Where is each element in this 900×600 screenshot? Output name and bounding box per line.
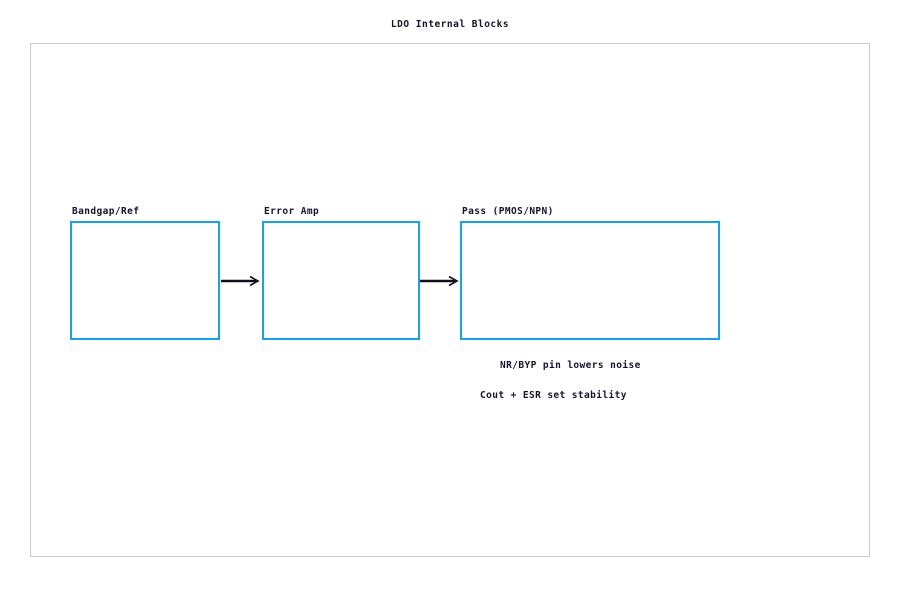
annotation-cout-esr-stability: Cout + ESR set stability [480,390,627,401]
block-error-amp [262,221,420,340]
page-title: LDO Internal Blocks [390,19,510,30]
block-pass-pmos-npn [460,221,720,340]
arrow-right-icon [221,275,260,287]
arrow-right-icon [420,275,459,287]
block-label-pass-pmos-npn: Pass (PMOS/NPN) [462,206,554,217]
annotation-nr-byp-noise: NR/BYP pin lowers noise [500,360,641,371]
block-label-error-amp: Error Amp [264,206,320,217]
block-bandgap-ref [70,221,220,340]
block-label-bandgap-ref: Bandgap/Ref [72,206,140,217]
